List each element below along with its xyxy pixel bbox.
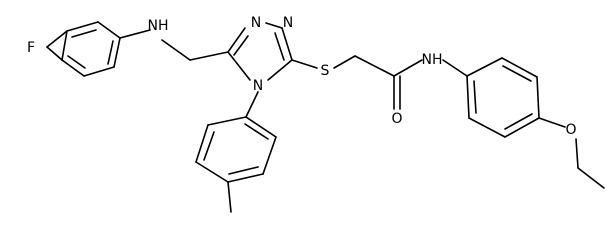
bond [195, 161, 229, 183]
bond [245, 91, 259, 118]
bond [501, 57, 538, 78]
atom-labels: F NH N N N S O NH O [27, 15, 577, 138]
bond [195, 124, 209, 163]
bond [502, 65, 532, 82]
bond [291, 59, 318, 69]
bond [575, 138, 579, 169]
bond [227, 27, 246, 53]
bond [227, 181, 232, 213]
bond [274, 32, 285, 61]
bond [466, 75, 470, 119]
chemical-structure: F NH N N N S O NH O [27, 15, 605, 213]
ether-oxygen-label: O [565, 122, 576, 138]
bond [244, 123, 269, 140]
bond [113, 37, 121, 68]
bond [66, 21, 99, 32]
bond [97, 21, 121, 39]
bond [233, 35, 249, 56]
amine-nh-label: NH [148, 18, 169, 34]
bond [207, 116, 247, 126]
bond [466, 57, 503, 77]
bond [245, 116, 277, 138]
sulfur-atom-label: S [321, 63, 330, 79]
bond [262, 136, 277, 175]
bond [504, 113, 533, 130]
bond [281, 27, 293, 61]
bond [61, 30, 68, 61]
carbonyl-oxygen-label: O [391, 111, 402, 127]
bond [189, 51, 229, 61]
bond [46, 46, 63, 61]
bond [577, 167, 605, 189]
bond [354, 55, 395, 77]
amide-nh-label: NH [422, 52, 443, 68]
bond [228, 166, 259, 175]
bond [442, 59, 468, 77]
bond [227, 51, 251, 81]
bond [83, 66, 115, 77]
bond [46, 30, 68, 48]
bond [538, 117, 566, 128]
bond [473, 80, 477, 114]
triazole-n2-label: N [283, 15, 293, 31]
bond [203, 131, 215, 161]
bond [393, 59, 423, 77]
bond [67, 55, 86, 69]
bond [333, 55, 356, 69]
bond [504, 117, 540, 138]
bond [71, 29, 97, 38]
triazole-n4-label: N [253, 78, 263, 94]
bond [265, 22, 283, 29]
bond [267, 59, 293, 81]
fluorine-atom-label: F [27, 40, 35, 56]
bond [119, 29, 151, 39]
bond [227, 173, 264, 183]
triazole-n1-label: N [251, 15, 261, 31]
bond [61, 59, 85, 77]
bonds [46, 21, 605, 213]
bond [107, 40, 114, 65]
bond [161, 39, 191, 61]
bond [536, 76, 540, 119]
bond [468, 117, 506, 138]
